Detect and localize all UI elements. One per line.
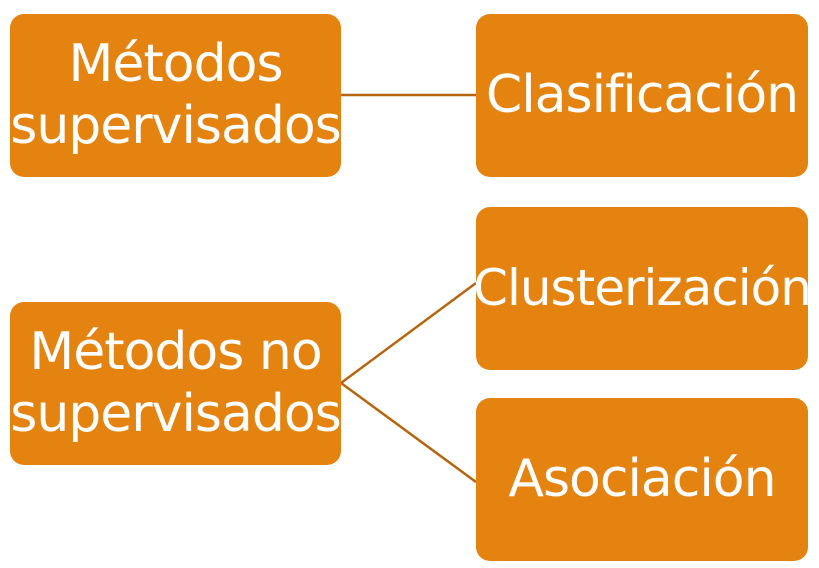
edge-unsupervised-clustering bbox=[340, 281, 477, 385]
node-label: Métodos supervisados bbox=[10, 34, 342, 156]
edge-unsupervised-association bbox=[340, 381, 477, 484]
node-classification: Clasificación bbox=[476, 14, 808, 177]
node-clustering: Clusterización bbox=[473, 207, 812, 370]
node-label: Clasificación bbox=[485, 64, 799, 125]
node-unsupervised-methods: Métodos no supervisados bbox=[10, 302, 342, 465]
node-label: Clusterización bbox=[473, 259, 812, 317]
node-supervised-methods: Métodos supervisados bbox=[10, 14, 342, 177]
node-label: Métodos no supervisados bbox=[10, 322, 342, 444]
node-label: Asociación bbox=[508, 448, 776, 509]
node-association: Asociación bbox=[476, 398, 808, 561]
